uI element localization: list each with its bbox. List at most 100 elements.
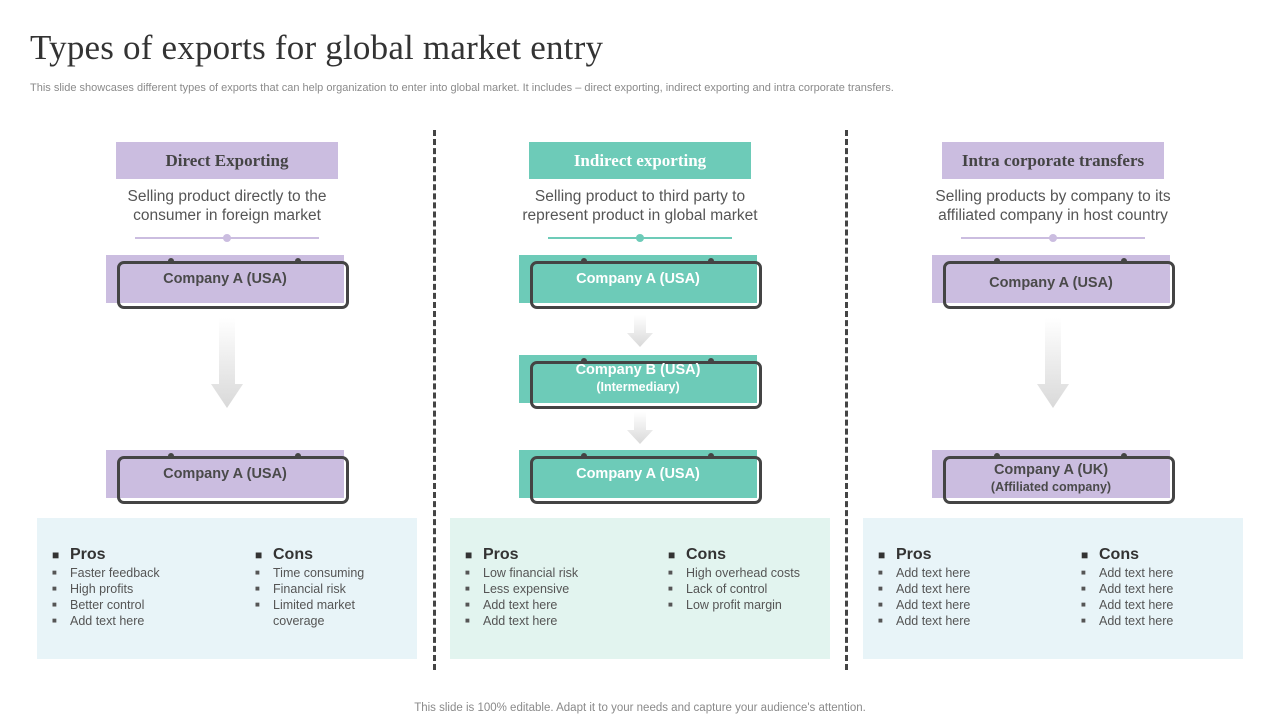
cons-column: ■Cons ■Add text here ■Add text here ■Add… [1081, 546, 1173, 629]
company-box-label: Company A (USA) [106, 255, 344, 303]
list-item: ■Less expensive [465, 582, 570, 596]
slide-title: Types of exports for global market entry [30, 28, 604, 67]
list-item: ■High overhead costs [668, 566, 800, 580]
pros-heading: ■Pros [878, 546, 932, 563]
list-item: ■Time consuming [255, 566, 365, 580]
company-box-buyer: Company A (USA) [519, 450, 762, 504]
separator-dot [223, 234, 231, 242]
company-box-frame [530, 456, 762, 504]
company-name: Company A (USA) [163, 465, 287, 482]
cons-column: ■Cons ■Time consuming ■Financial risk ■L… [255, 546, 364, 629]
pros-list: ■Low financial risk ■Less expensive ■Add… [465, 565, 578, 629]
list-item: ■Add text here [1081, 614, 1174, 628]
description-indirect-exporting: Selling product to third party to repres… [480, 187, 800, 225]
frame-pin-left [581, 258, 587, 264]
arrow-down-icon [211, 318, 243, 408]
frame-pin-left [581, 453, 587, 459]
company-box-frame [117, 261, 349, 309]
company-name: Company A (USA) [576, 270, 700, 287]
list-item: ■Add text here [878, 598, 971, 612]
pros-heading: ■Pros [52, 546, 106, 563]
arrow-down-icon [627, 315, 653, 347]
column-divider-2 [845, 130, 848, 670]
slide-footer: This slide is 100% editable. Adapt it to… [414, 702, 866, 714]
cons-list: ■Add text here ■Add text here ■Add text … [1081, 565, 1173, 629]
list-item: ■Add text here [1081, 582, 1174, 596]
frame-pin-right [295, 258, 301, 264]
pros-column: ■Pros ■Low financial risk ■Less expensiv… [465, 546, 578, 629]
cons-heading: ■Cons [668, 546, 726, 563]
slide-subtitle: This slide showcases different types of … [30, 82, 894, 94]
company-box-frame [530, 261, 762, 309]
company-role: (Intermediary) [596, 380, 680, 394]
list-item: ■Low profit margin [668, 598, 782, 612]
description-line-1: Selling products by company to its [935, 188, 1171, 205]
header-intra-corporate-transfers: Intra corporate transfers [942, 142, 1164, 179]
list-item: ■Add text here [878, 582, 971, 596]
frame-pin-left [994, 453, 1000, 459]
pros-cons-panel-intra: ■Pros ■Add text here ■Add text here ■Add… [863, 518, 1243, 659]
list-item: ■Low financial risk [465, 566, 579, 580]
cons-list: ■Time consuming ■Financial risk ■Limited… [255, 565, 364, 629]
description-line-1: Selling product directly to the [127, 188, 327, 205]
company-box-seller: Company A (USA) [519, 255, 762, 309]
list-item: ■Add text here [1081, 566, 1174, 580]
pros-list: ■Add text here ■Add text here ■Add text … [878, 565, 970, 629]
company-box-parent: Company A (USA) [932, 255, 1175, 309]
pros-cons-panel-indirect: ■Pros ■Low financial risk ■Less expensiv… [450, 518, 830, 659]
arrow-down-icon [627, 412, 653, 444]
list-item: ■Better control [52, 598, 145, 612]
list-item: ■Lack of control [668, 582, 768, 596]
pros-heading: ■Pros [465, 546, 519, 563]
cons-column: ■Cons ■High overhead costs ■Lack of cont… [668, 546, 800, 613]
list-item: ■High profits [52, 582, 134, 596]
column-divider-1 [433, 130, 436, 670]
company-box-label: Company B (USA) (Intermediary) [519, 355, 757, 403]
company-box-frame [117, 456, 349, 504]
separator-dot [636, 234, 644, 242]
company-box-frame [530, 361, 762, 409]
frame-pin-right [708, 358, 714, 364]
list-item: ■Add text here [1081, 598, 1174, 612]
list-item: ■Faster feedback [52, 566, 160, 580]
company-box-label: Company A (UK) (Affiliated company) [932, 455, 1170, 503]
description-line-1: Selling product to third party to [534, 188, 746, 205]
description-line-2: affiliated company in host country [938, 207, 1168, 224]
separator-dot [1049, 234, 1057, 242]
list-item: ■Add text here [465, 598, 558, 612]
list-item: ■Limited market [255, 598, 355, 612]
frame-pin-right [708, 258, 714, 264]
company-name: Company A (UK) [993, 462, 1109, 478]
list-item: ■Add text here [878, 566, 971, 580]
pros-column: ■Pros ■Faster feedback ■High profits ■Be… [52, 546, 160, 629]
company-box-seller: Company A (USA) [106, 255, 349, 309]
description-direct-exporting: Selling product directly to the consumer… [67, 187, 387, 225]
header-indirect-exporting: Indirect exporting [529, 142, 751, 179]
company-box-consumer: Company A (USA) [106, 450, 349, 504]
description-intra-corporate: Selling products by company to its affil… [893, 187, 1213, 225]
company-box-label: Company A (USA) [519, 255, 757, 303]
frame-pin-left [581, 358, 587, 364]
pros-list: ■Faster feedback ■High profits ■Better c… [52, 565, 160, 629]
company-box-label: Company A (USA) [932, 259, 1170, 307]
description-line-2: represent product in global market [522, 207, 758, 224]
frame-pin-left [994, 258, 1000, 264]
company-box-frame [943, 456, 1175, 504]
company-name: Company B (USA) [575, 362, 701, 378]
list-item: ■Add text here [878, 614, 971, 628]
cons-heading: ■Cons [1081, 546, 1139, 563]
frame-pin-left [168, 453, 174, 459]
arrow-down-icon [1037, 318, 1069, 408]
list-item: ■Financial risk [255, 582, 346, 596]
frame-pin-left [168, 258, 174, 264]
company-name: Company A (USA) [163, 270, 287, 287]
frame-pin-right [1121, 453, 1127, 459]
cons-list: ■High overhead costs ■Lack of control ■L… [668, 565, 800, 613]
cons-heading: ■Cons [255, 546, 313, 563]
company-name: Company A (USA) [989, 274, 1113, 291]
frame-pin-right [708, 453, 714, 459]
header-direct-exporting: Direct Exporting [116, 142, 338, 179]
pros-column: ■Pros ■Add text here ■Add text here ■Add… [878, 546, 970, 629]
company-name: Company A (USA) [576, 465, 700, 482]
frame-pin-right [1121, 258, 1127, 264]
